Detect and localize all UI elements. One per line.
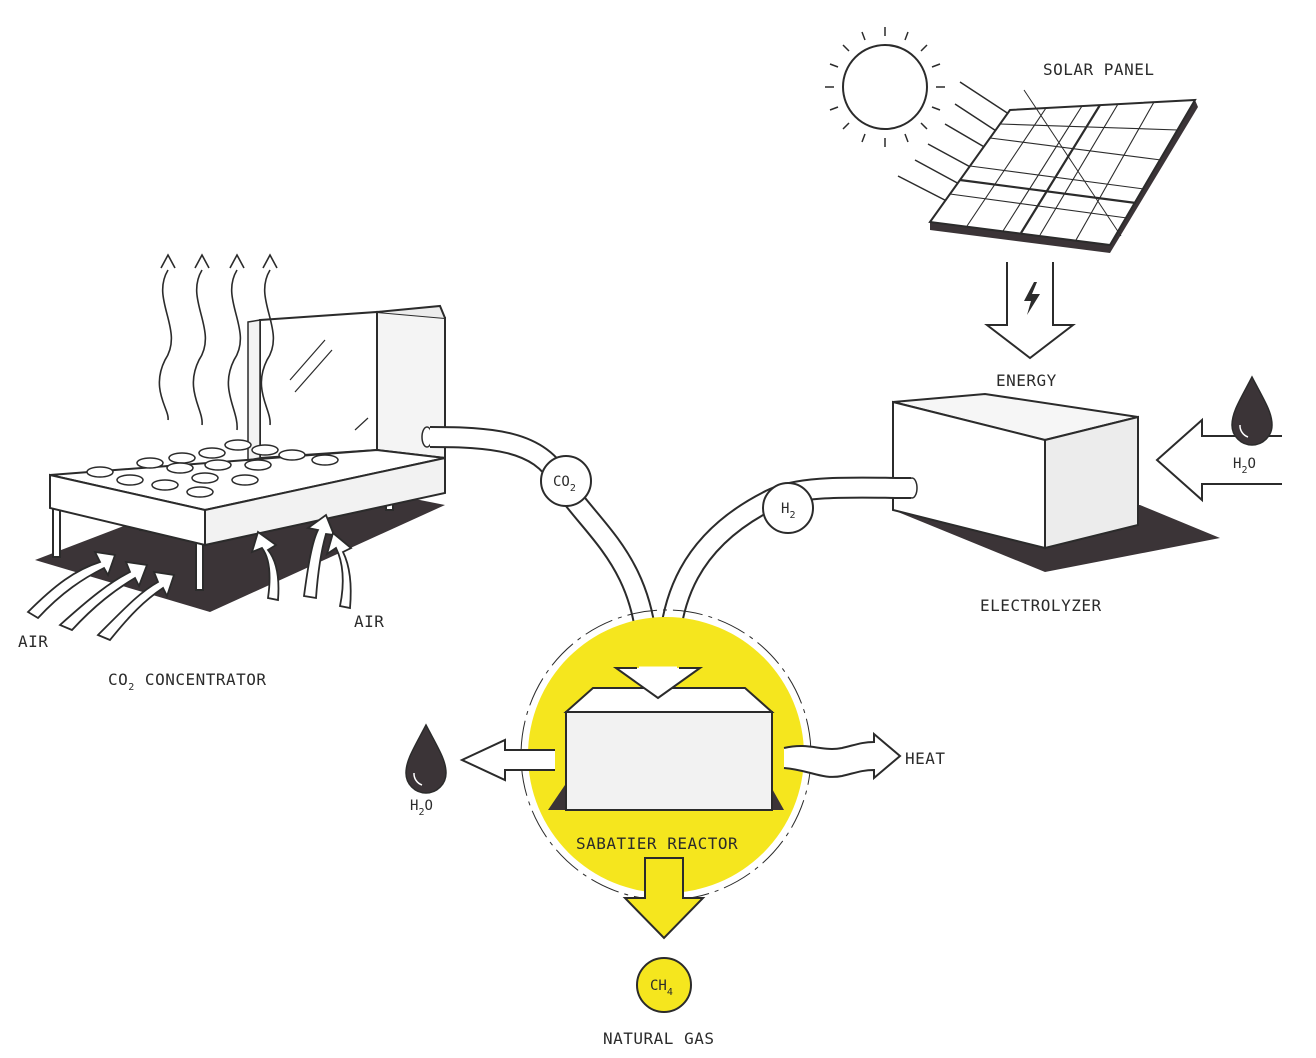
svg-text:H2: H2 — [781, 501, 795, 521]
co2-concentrator-label: CO2 CONCENTRATOR — [108, 670, 267, 693]
co2-badge: CO2 — [540, 455, 592, 507]
h2-badge: H2 — [762, 482, 814, 534]
sun-icon — [825, 27, 945, 147]
solar-panel-icon — [928, 89, 1198, 253]
ch4-output-arrow — [622, 857, 706, 940]
svg-text:CO2: CO2 — [553, 474, 576, 494]
water-drop-icon — [405, 723, 447, 794]
heat-label: HEAT — [905, 749, 946, 768]
air-left-label: AIR — [18, 632, 48, 651]
air-arrow-icon — [26, 513, 353, 642]
heat-arrow-icon — [783, 731, 902, 781]
solar-panel-label: SOLAR PANEL — [1043, 60, 1154, 79]
electrolyzer-label: ELECTROLYZER — [980, 596, 1102, 615]
sabatier-reactor-icon — [520, 609, 812, 901]
air-right-label: AIR — [354, 612, 384, 631]
reactor-inflow-arrow — [612, 666, 704, 700]
sabatier-reactor-label: SABATIER REACTOR — [576, 834, 738, 853]
h2o-input-label: H2O — [1233, 456, 1256, 476]
lightning-bolt-icon — [1024, 282, 1040, 315]
water-output-arrow — [459, 738, 555, 782]
svg-text:CH4: CH4 — [650, 978, 673, 998]
ch4-badge: CH4 — [636, 957, 692, 1013]
electrolyzer-box-icon — [892, 392, 1220, 572]
water-drop-icon — [1231, 375, 1273, 446]
co2-concentrator-icon — [35, 253, 446, 612]
energy-arrow — [984, 262, 1076, 360]
natural-gas-label: NATURAL GAS — [603, 1029, 714, 1048]
h2o-output-label: H2O — [410, 798, 433, 818]
energy-label: ENERGY — [996, 371, 1057, 390]
